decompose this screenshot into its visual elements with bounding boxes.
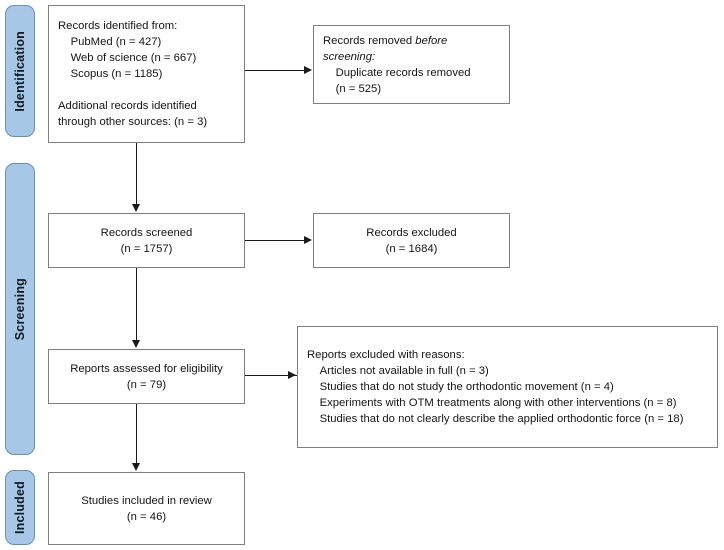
records-excluded-text: Records excluded (n = 1684) <box>366 226 457 255</box>
reports-excluded-text: Reports excluded with reasons: Articles … <box>307 349 684 425</box>
arrowhead-screened-to-assessed <box>131 340 140 348</box>
phase-label-included: Included <box>12 481 27 534</box>
records-removed-italic: before screening: <box>323 34 448 63</box>
records-identified-text: Records identified from: PubMed (n = 427… <box>58 20 208 128</box>
records-removed-plain: Records removed <box>323 34 416 47</box>
connector-identified-to-screened <box>136 143 137 205</box>
records-removed-rest: Duplicate records removed (n = 525) <box>335 66 471 95</box>
box-records-removed: Records removed before screening: Duplic… <box>313 25 510 104</box>
arrowhead-identified-to-screened <box>131 204 140 212</box>
arrowhead-assessed-to-included <box>131 463 140 471</box>
studies-included-text: Studies included in review (n = 46) <box>81 494 212 523</box>
box-records-screened: Records screened (n = 1757) <box>48 213 245 268</box>
box-records-identified: Records identified from: PubMed (n = 427… <box>48 5 245 143</box>
connector-assessed-to-excluded-reasons <box>245 375 297 376</box>
phase-label-screening: Screening <box>12 277 27 341</box>
arrowhead-identified-to-removed <box>304 65 312 74</box>
connector-assessed-to-included <box>136 404 137 464</box>
phase-bar-screening: Screening <box>5 163 35 455</box>
connector-screened-to-excluded <box>245 240 305 241</box>
connector-identified-to-removed <box>245 70 305 71</box>
phase-bar-included: Included <box>5 470 35 545</box>
arrowhead-screened-to-excluded <box>304 235 312 244</box>
arrowhead-assessed-to-excluded-reasons <box>288 370 296 379</box>
connector-screened-to-assessed <box>136 268 137 341</box>
reports-assessed-text: Reports assessed for eligibility (n = 79… <box>70 362 223 391</box>
phase-bar-identification: Identification <box>5 5 35 137</box>
phase-label-identification: Identification <box>12 30 27 112</box>
box-reports-assessed: Reports assessed for eligibility (n = 79… <box>48 349 245 404</box>
box-reports-excluded-with-reasons: Reports excluded with reasons: Articles … <box>297 326 718 448</box>
box-studies-included: Studies included in review (n = 46) <box>48 472 245 545</box>
records-screened-text: Records screened (n = 1757) <box>100 226 193 255</box>
box-records-excluded: Records excluded (n = 1684) <box>313 213 510 268</box>
records-removed-text: Records removed before screening: Duplic… <box>314 33 509 97</box>
